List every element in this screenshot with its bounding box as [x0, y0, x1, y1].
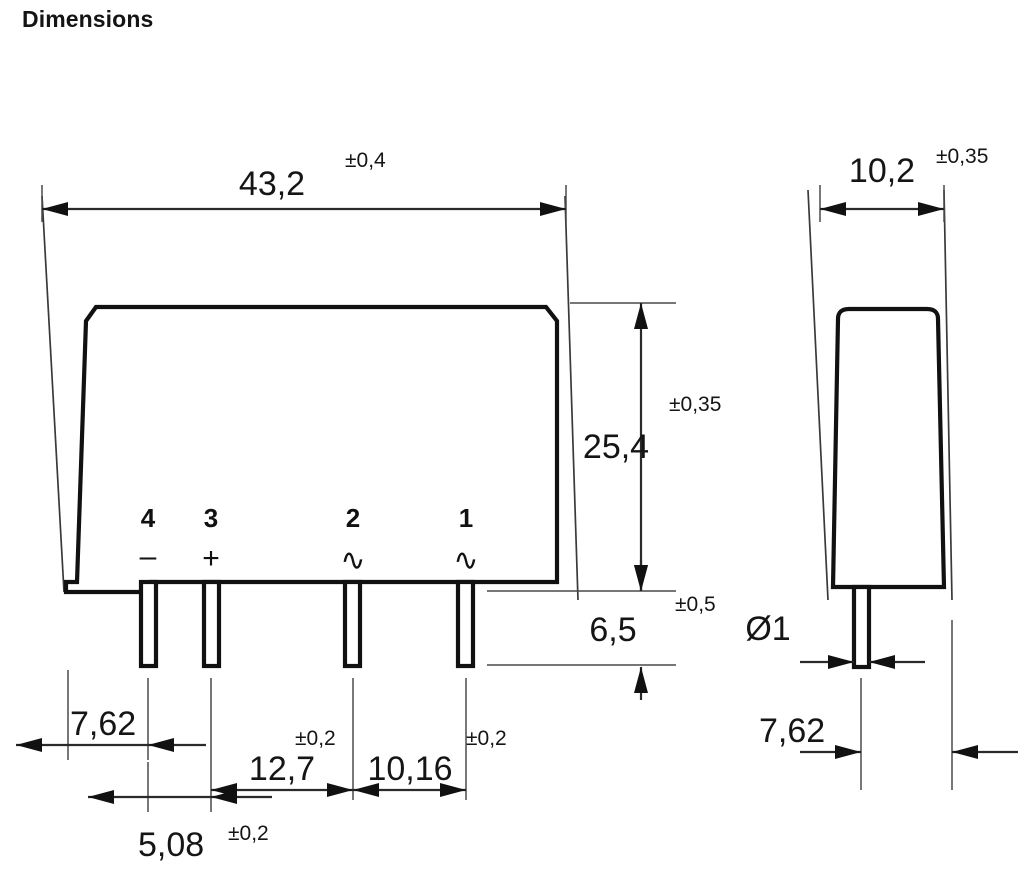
pin-lead-3 [201, 579, 222, 669]
side-body-outline [830, 306, 947, 590]
dimension-overall-width: 43,2 ±0,4 [41, 149, 567, 222]
dimension-lead-length: 6,5 ±0,5 [487, 560, 716, 700]
side-extension-left [807, 189, 829, 601]
dimension-body-height: 25,4 ±0,35 [487, 302, 721, 592]
dim-value-pin3-to-pin2: 12,7 [249, 750, 315, 788]
pin-number-3: 3 [204, 503, 218, 533]
dimension-pin4-to-pin3: 5,08 ±0,2 [88, 678, 272, 864]
dimension-depth: 10,2 ±0,35 [819, 145, 988, 222]
pin-number-4: 4 [141, 503, 156, 533]
dimension-edge-to-pin4: 7,62 [16, 670, 206, 760]
dim-value-edge-to-pin4: 7,62 [70, 705, 136, 743]
pin-number-2: 2 [346, 503, 360, 533]
side-pin-lead [851, 584, 872, 670]
dim-value-width: 43,2 [239, 165, 305, 203]
dim-tolerance-pin3-to-pin2: ±0,2 [295, 727, 336, 750]
pin-symbol-4: – [140, 540, 157, 573]
pin-lead-4 [138, 579, 159, 669]
dim-value-height: 25,4 [583, 428, 649, 466]
extension-line-left [41, 195, 65, 593]
dim-tolerance-width: ±0,4 [345, 149, 386, 172]
page-title: Dimensions [22, 6, 154, 32]
dimension-pin3-to-pin2: 12,7 ±0,2 [211, 678, 354, 800]
dim-value-lead-offset: 7,62 [759, 712, 825, 750]
dim-value-pin2-to-pin1: 10,16 [367, 750, 452, 788]
pin-number-1: 1 [459, 503, 473, 533]
side-view: 10,2 ±0,35 Ø1 7,62 [745, 145, 1018, 790]
dimension-pin2-to-pin1: 10,16 ±0,2 [353, 678, 507, 800]
dim-value-lead-length: 6,5 [589, 611, 636, 649]
pin-symbol-1: ∿ [453, 544, 478, 577]
dim-tolerance-lead-length: ±0,5 [675, 593, 716, 616]
dimension-lead-diameter: Ø1 [745, 610, 925, 669]
side-extension-right [943, 189, 953, 601]
dim-value-depth: 10,2 [849, 152, 915, 190]
pin-lead-2 [342, 579, 363, 669]
dim-value-lead-diameter: Ø1 [745, 610, 790, 648]
pin-symbol-3: + [202, 542, 220, 575]
dim-tolerance-pin4-to-pin3: ±0,2 [228, 822, 269, 845]
dim-tolerance-height: ±0,35 [669, 393, 721, 416]
front-view: 4 – 3 + 2 ∿ 1 ∿ 43,2 ±0,4 25,4 ±0,35 [16, 149, 721, 864]
dim-value-pin4-to-pin3: 5,08 [138, 826, 204, 864]
pin-lead-1 [455, 579, 476, 669]
dimension-lead-offset: 7,62 [759, 620, 1018, 790]
dim-tolerance-depth: ±0,35 [936, 145, 988, 168]
pin-symbol-2: ∿ [340, 544, 365, 577]
dim-tolerance-pin2-to-pin1: ±0,2 [466, 727, 507, 750]
extension-line-right [564, 195, 579, 601]
